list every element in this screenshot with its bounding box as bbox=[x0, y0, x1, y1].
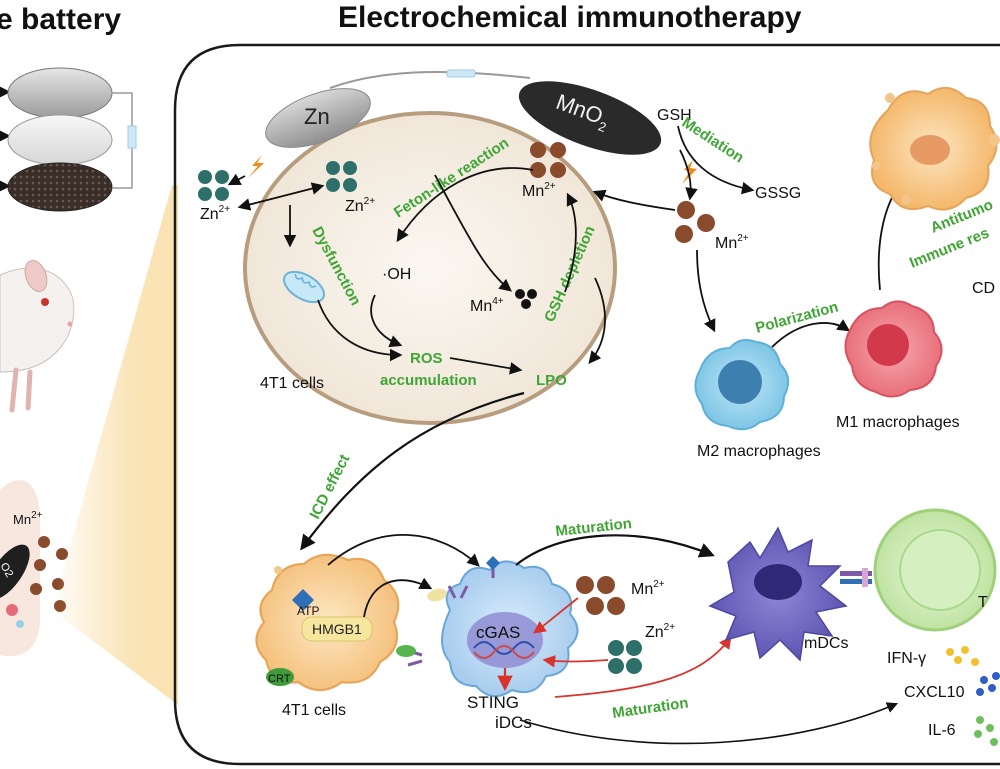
cd-partial-label: CD bbox=[972, 280, 995, 297]
mno2-disc bbox=[7, 162, 113, 212]
crt-icon bbox=[266, 668, 294, 686]
spark-icon-right bbox=[682, 160, 697, 184]
dying-tumor-cell bbox=[869, 87, 1000, 211]
zn-disc bbox=[7, 67, 113, 119]
tumor-cells-top-label: 4T1 cells bbox=[260, 375, 324, 392]
mn-ion-cluster-bottom bbox=[576, 576, 625, 615]
hydroxyl-label: ·OH bbox=[382, 266, 411, 283]
cxcl10-label: CXCL10 bbox=[904, 684, 965, 701]
idcs-label: iDCs bbox=[495, 713, 532, 732]
spark-icon-left bbox=[248, 155, 264, 178]
maturation-bottom-label: Maturation bbox=[611, 694, 689, 722]
zn-electrode: Zn bbox=[265, 88, 371, 148]
zn-ion-cluster-inside bbox=[326, 161, 357, 192]
il6-label: IL-6 bbox=[928, 722, 956, 739]
atp-diamond-icon bbox=[292, 589, 314, 611]
zn-ion-cluster-outside bbox=[198, 170, 229, 201]
ros-accumulation-label: accumulation bbox=[380, 372, 477, 389]
tumor-cell-large bbox=[243, 111, 617, 425]
m2-macrophage bbox=[694, 339, 790, 431]
mno2-electrode: MnO2 bbox=[518, 81, 662, 155]
gsh-label: GSH bbox=[657, 107, 692, 124]
mn-label-outside: Mn2+ bbox=[715, 233, 749, 252]
atp-label: ATP bbox=[297, 604, 319, 618]
electrode-wire bbox=[329, 71, 531, 89]
svg-text:O2: O2 bbox=[0, 561, 15, 580]
t-cell-label: T bbox=[978, 594, 988, 611]
mn-label-bottom: Mn2+ bbox=[631, 579, 665, 598]
mn-label-left: Mn2+ bbox=[13, 510, 43, 527]
mn-ion-cluster-inside bbox=[530, 142, 566, 178]
sting-label: STING bbox=[467, 693, 519, 712]
battery-load bbox=[127, 125, 137, 149]
zoom-beam bbox=[52, 185, 178, 705]
main-panel bbox=[173, 43, 1000, 766]
ros-label: ROS bbox=[410, 350, 443, 367]
cgas-label: cGAS bbox=[476, 623, 520, 642]
il6-icon bbox=[974, 716, 998, 746]
mn-ion-cluster-outside bbox=[675, 201, 715, 243]
left-title: e battery bbox=[0, 3, 121, 36]
mn4-cluster bbox=[515, 289, 537, 309]
red-arrows bbox=[532, 597, 732, 698]
separator-disc bbox=[7, 114, 113, 166]
gssg-label: GSSG bbox=[755, 185, 801, 202]
ifn-icon bbox=[946, 646, 979, 666]
polarization-label: Polarization bbox=[754, 298, 841, 336]
t-cell bbox=[873, 508, 997, 632]
mediation-label: Mediation bbox=[679, 114, 747, 166]
battery-stack bbox=[0, 67, 137, 212]
mdc-cell bbox=[708, 526, 848, 662]
mouse-illustration bbox=[0, 260, 75, 413]
zn-electrode-label: Zn bbox=[304, 104, 330, 129]
mn-label-inside: Mn2+ bbox=[522, 181, 556, 200]
main-title: Electrochemical immunotherapy bbox=[338, 1, 802, 34]
cxcl10-icon bbox=[976, 672, 1000, 696]
bottom-arrows bbox=[327, 534, 899, 745]
hmgb1-box bbox=[301, 616, 373, 642]
m2-label: M2 macrophages bbox=[697, 443, 821, 460]
zn-label-bottom: Zn2+ bbox=[645, 622, 675, 641]
mitochondrion-icon bbox=[283, 270, 325, 304]
lpo-label: LPO bbox=[536, 372, 567, 389]
implant-zoom: O2 Mn2+ bbox=[0, 480, 68, 657]
ifn-label: IFN-γ bbox=[887, 650, 926, 667]
receptor-icons bbox=[396, 556, 500, 667]
wire-load bbox=[446, 69, 476, 78]
mn4-label: Mn4+ bbox=[470, 296, 504, 315]
mdcs-label: mDCs bbox=[804, 635, 848, 652]
zn-label-outside: Zn2+ bbox=[200, 204, 230, 223]
zn-ion-cluster-bottom bbox=[608, 640, 642, 674]
m1-label: M1 macrophages bbox=[836, 414, 960, 431]
zn-label-inside: Zn2+ bbox=[345, 196, 375, 215]
icd-effect-label: ICD effect bbox=[306, 452, 353, 522]
antitumor-label-2: Immune res bbox=[907, 224, 991, 271]
m1-macrophage bbox=[844, 300, 943, 398]
hmgb1-label: HMGB1 bbox=[312, 621, 362, 637]
synapse-receptors bbox=[840, 568, 872, 587]
tumor-cells-bottom-label: 4T1 cells bbox=[282, 702, 346, 719]
crt-label: CRT bbox=[268, 673, 291, 685]
